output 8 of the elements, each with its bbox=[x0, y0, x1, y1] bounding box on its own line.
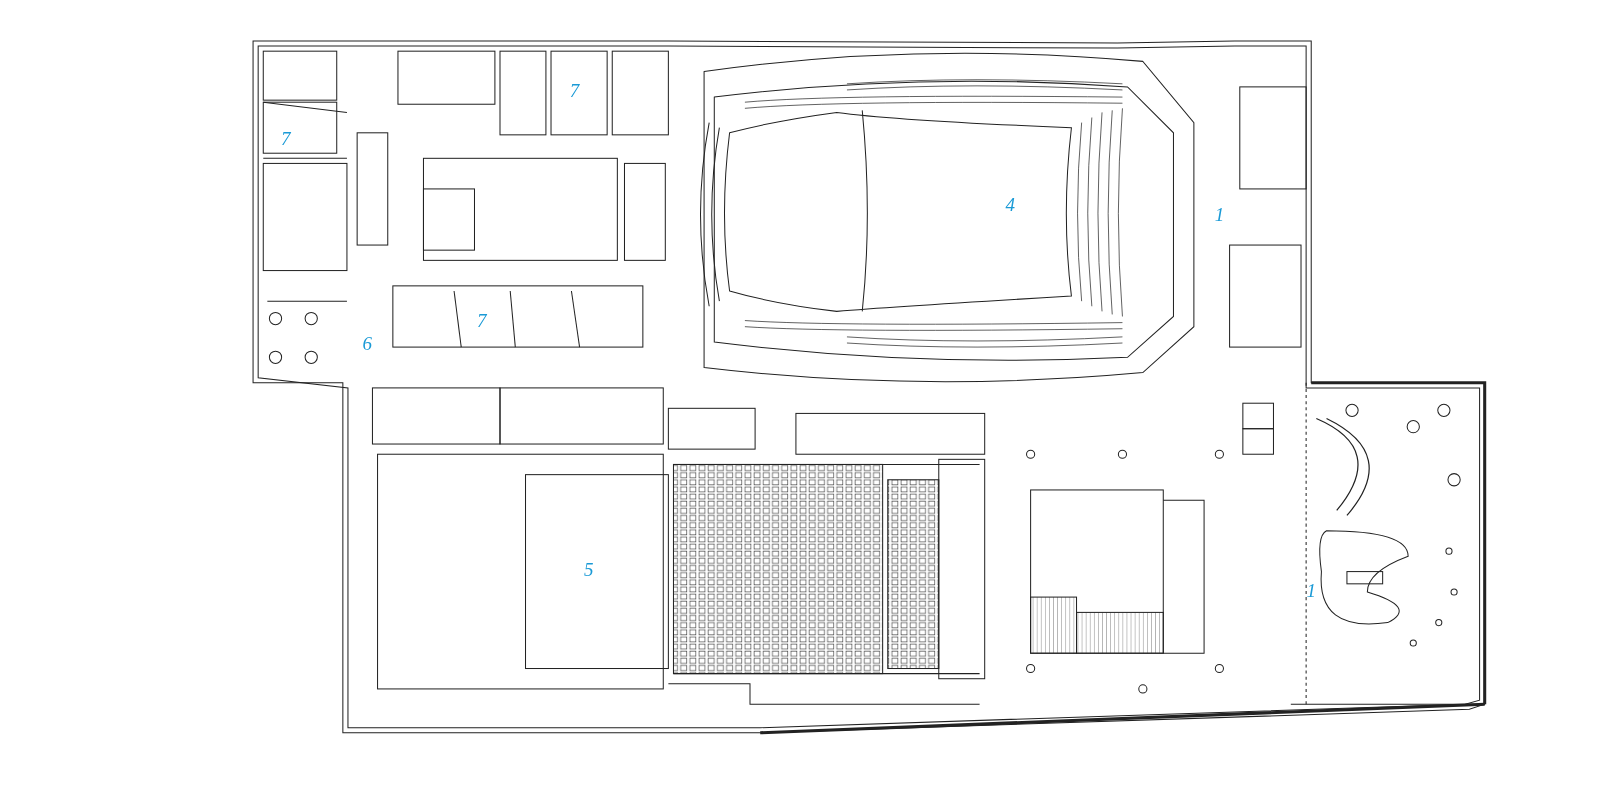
callout-number: 1 bbox=[1214, 204, 1225, 224]
callout-number: 7 bbox=[280, 128, 291, 148]
callout-number: 6 bbox=[362, 333, 373, 353]
callout-number: 4 bbox=[1005, 194, 1015, 214]
callout-number: 5 bbox=[584, 559, 594, 579]
callout-number: 7 bbox=[476, 310, 487, 330]
callout-number: 1 bbox=[1306, 580, 1316, 600]
callout-number: 7 bbox=[569, 80, 580, 100]
